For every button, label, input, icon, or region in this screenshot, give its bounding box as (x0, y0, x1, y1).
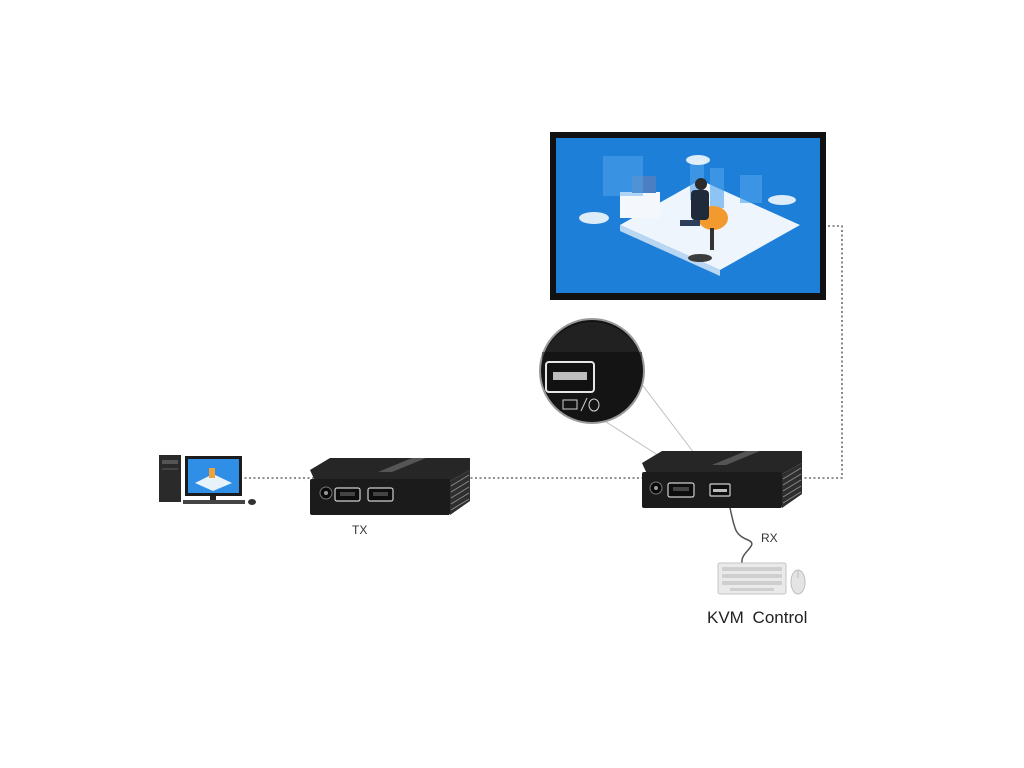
usb-port-zoom-icon (539, 318, 645, 424)
rx-label: RX (761, 531, 778, 545)
kvm-control-label: KVM Control (707, 608, 808, 627)
cable-rx-to-display (800, 225, 843, 479)
keyboard-mouse-symbol (562, 397, 600, 412)
rx-extender-unit (642, 451, 802, 508)
desktop-computer-icon (159, 455, 256, 505)
keyboard-icon (717, 562, 787, 595)
mouse-icon (790, 569, 806, 595)
cable-rx-to-keyboard (729, 507, 753, 564)
tx-extender-unit (310, 458, 470, 515)
cables (240, 225, 843, 479)
display-screen-icon (550, 132, 826, 300)
tx-label: TX (352, 523, 368, 537)
